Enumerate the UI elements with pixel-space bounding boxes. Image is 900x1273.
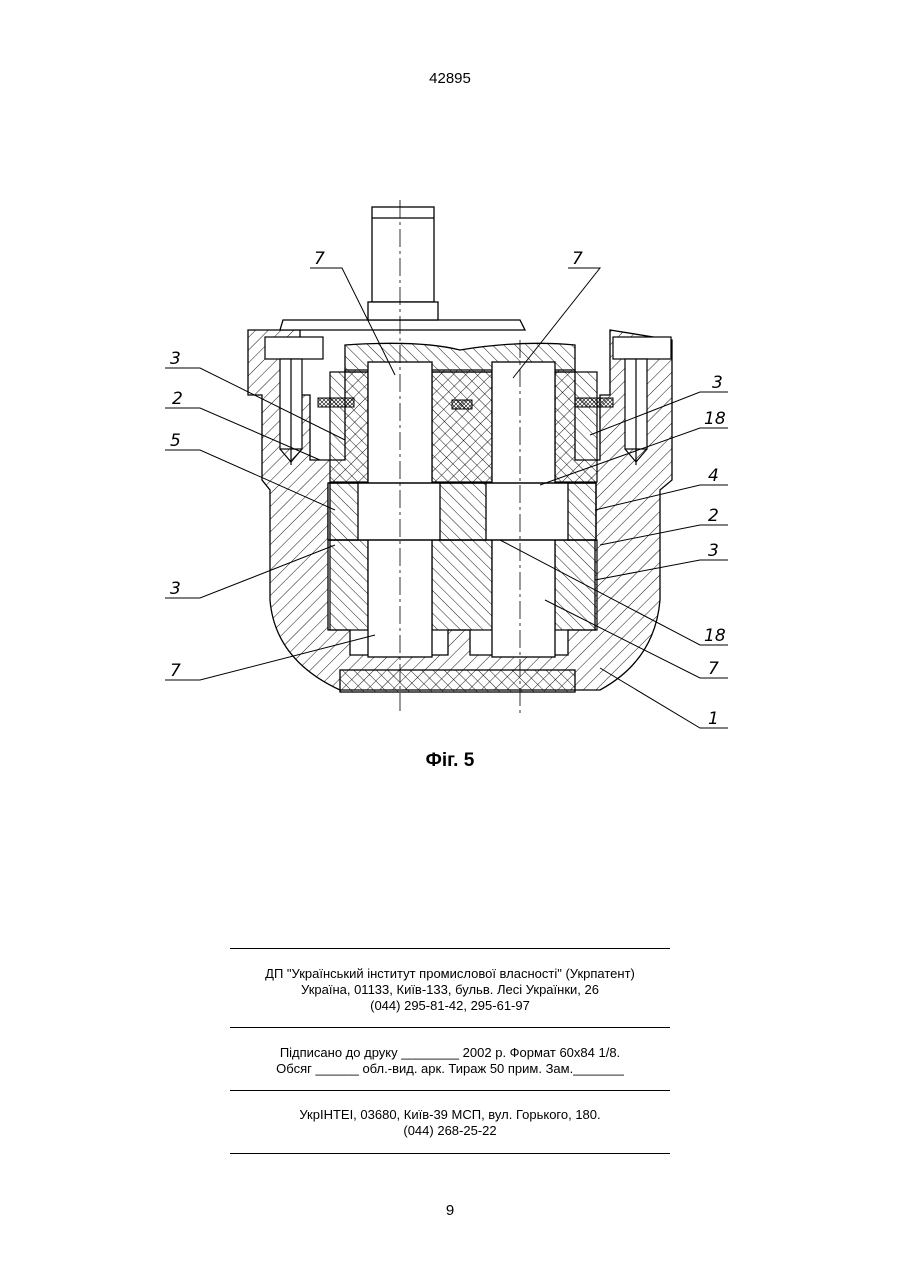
printer-phone: (044) 268-25-22 <box>230 1123 670 1139</box>
drive-shaft <box>368 207 438 320</box>
printer-address: УкрІНТЕІ, 03680, Київ-39 МСП, вул. Горьк… <box>230 1107 670 1123</box>
print-info-line: Підписано до друку ________ 2002 р. Форм… <box>230 1045 670 1061</box>
label-2-b: 2 <box>708 506 719 526</box>
print-info-block: Підписано до друку ________ 2002 р. Форм… <box>230 1045 670 1077</box>
label-7-a: 7 <box>314 249 325 269</box>
label-3-b: 3 <box>170 579 181 599</box>
publisher-address: Україна, 01133, Київ-133, бульв. Лесі Ук… <box>230 982 670 998</box>
label-5: 5 <box>170 431 181 451</box>
label-4: 4 <box>708 466 719 486</box>
label-3-a: 3 <box>170 349 181 369</box>
label-7-c: 7 <box>170 661 181 681</box>
divider <box>230 1027 670 1028</box>
printer-block: УкрІНТЕІ, 03680, Київ-39 МСП, вул. Горьк… <box>230 1107 670 1139</box>
label-7-d: 7 <box>708 659 719 679</box>
publisher-block: ДП "Український інститут промислової вла… <box>230 966 670 1014</box>
label-18-b: 18 <box>704 626 726 646</box>
divider <box>230 1153 670 1154</box>
label-7-b: 7 <box>572 249 583 269</box>
label-18-a: 18 <box>704 409 726 429</box>
technical-drawing: 7 7 3 2 5 3 7 3 18 4 2 3 18 7 1 <box>0 0 900 760</box>
label-3-c: 3 <box>712 373 723 393</box>
page-number: 9 <box>0 1202 900 1219</box>
divider <box>230 948 670 949</box>
label-3-d: 3 <box>708 541 719 561</box>
figure-caption: Фіг. 5 <box>0 750 900 772</box>
publisher-name: ДП "Український інститут промислової вла… <box>230 966 670 982</box>
publisher-phone: (044) 295-81-42, 295-61-97 <box>230 998 670 1014</box>
divider <box>230 1090 670 1091</box>
label-1: 1 <box>708 709 719 729</box>
label-2-a: 2 <box>172 389 183 409</box>
print-info-line: Обсяг ______ обл.-вид. арк. Тираж 50 при… <box>230 1061 670 1077</box>
